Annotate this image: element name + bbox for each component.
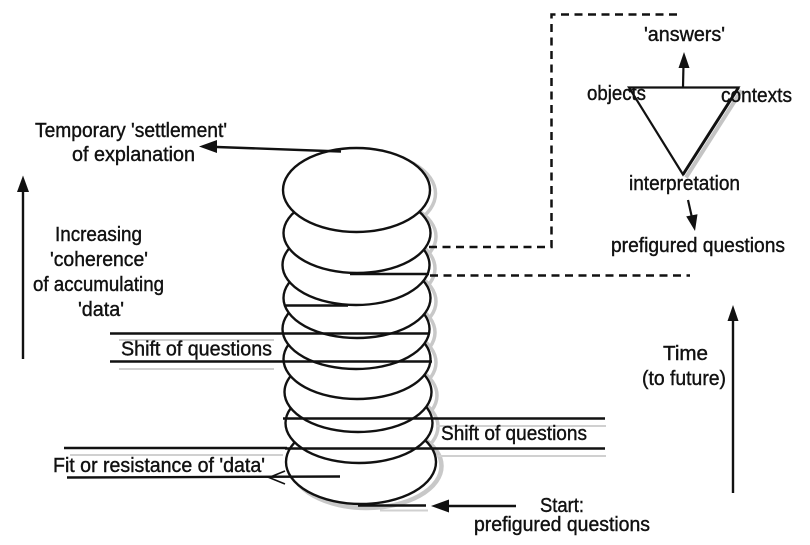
svg-text:(to future): (to future) [642, 368, 726, 390]
svg-text:of accumulating: of accumulating [33, 274, 164, 296]
svg-text:'coherence': 'coherence' [50, 249, 148, 271]
svg-text:Start:: Start: [540, 495, 584, 517]
svg-text:contexts: contexts [721, 85, 792, 107]
svg-text:prefigured questions: prefigured questions [474, 514, 650, 536]
svg-text:'data': 'data' [78, 299, 124, 321]
svg-text:Shift of questions: Shift of questions [441, 423, 587, 445]
svg-text:interpretation: interpretation [629, 173, 740, 195]
svg-text:objects: objects [587, 83, 646, 105]
svg-text:Time: Time [663, 343, 708, 365]
svg-text:prefigured questions: prefigured questions [611, 235, 785, 257]
svg-text:of explanation: of explanation [72, 144, 195, 166]
svg-text:Fit or resistance of 'data': Fit or resistance of 'data' [53, 455, 265, 477]
svg-text:Increasing: Increasing [55, 224, 142, 246]
svg-text:Temporary 'settlement': Temporary 'settlement' [35, 120, 227, 142]
svg-text:Shift of questions: Shift of questions [121, 339, 272, 361]
svg-text:'answers': 'answers' [644, 24, 725, 46]
